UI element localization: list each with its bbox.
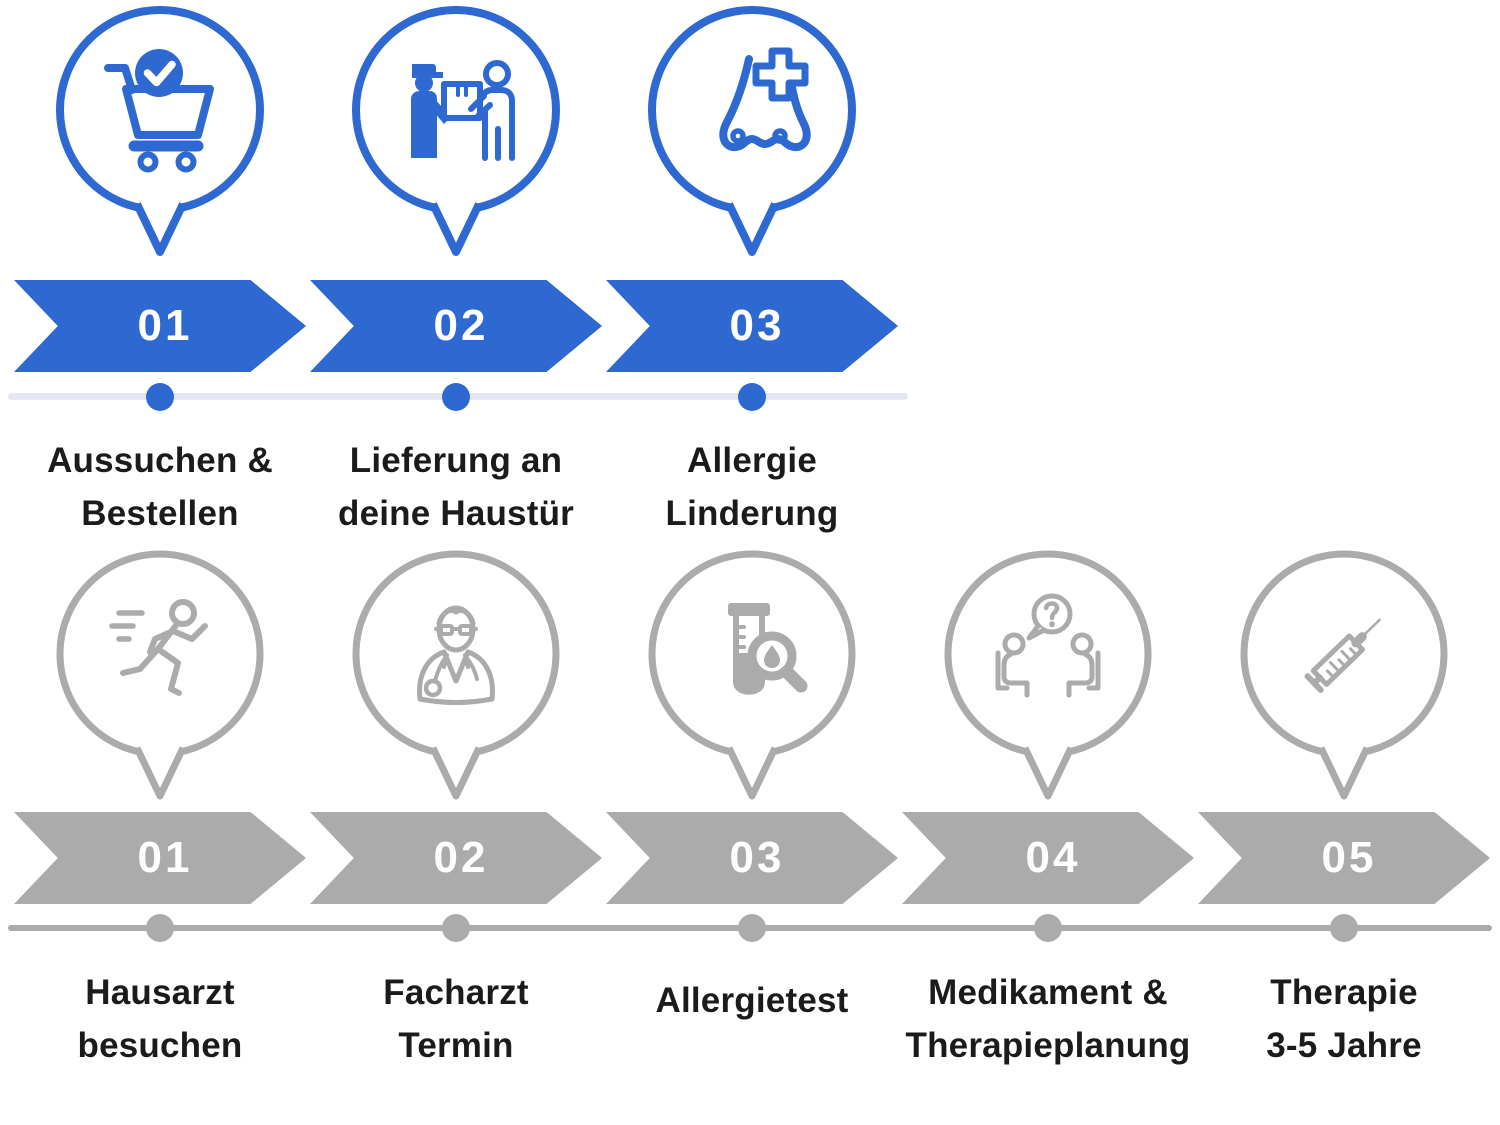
- test-tube-magnifier-icon: [687, 589, 817, 719]
- bottom-timeline-dot-5: [1330, 914, 1358, 942]
- bottom-step3-label: Allergietest: [582, 966, 922, 1027]
- bottom-timeline-dot-4: [1034, 914, 1062, 942]
- consultation-icon: [983, 589, 1113, 719]
- label-line: Termin: [398, 1026, 514, 1065]
- label-line: Therapieplanung: [905, 1026, 1191, 1065]
- bottom-step4-arrow: 04: [902, 812, 1194, 904]
- doctor-icon: [391, 589, 521, 719]
- step-number: 05: [1321, 833, 1377, 882]
- bottom-step2-label: Facharzt Termin: [286, 966, 626, 1072]
- bottom-timeline-dot-1: [146, 914, 174, 942]
- label-line: besuchen: [77, 1026, 243, 1065]
- top-timeline-dot-2: [442, 383, 470, 411]
- bottom-step1-arrow: 01: [14, 812, 306, 904]
- top-step2-label: Lieferung an deine Haustür: [296, 434, 616, 540]
- running-person-icon: [95, 589, 225, 719]
- speech-bubble-shape: [352, 550, 560, 800]
- bottom-step4-bubble: [933, 546, 1163, 806]
- label-line: Aussuchen &: [47, 441, 273, 480]
- top-step3-arrow: 03: [606, 280, 898, 372]
- top-step1-arrow: 01: [14, 280, 306, 372]
- top-step3-bubble: [637, 2, 867, 262]
- label-line: Medikament &: [928, 973, 1168, 1012]
- label-line: Linderung: [665, 494, 839, 533]
- top-step1-label: Aussuchen & Bestellen: [0, 434, 320, 540]
- syringe-icon: [1279, 589, 1409, 719]
- nose-medical-cross-icon: [687, 45, 817, 175]
- label-line: Lieferung an: [349, 441, 563, 480]
- bottom-timeline-dot-3: [738, 914, 766, 942]
- top-step1-bubble: [45, 2, 275, 262]
- bottom-timeline-dot-2: [442, 914, 470, 942]
- label-line: 3-5 Jahre: [1266, 1026, 1422, 1065]
- label-line: Bestellen: [81, 494, 239, 533]
- cart-check-icon: [95, 45, 225, 175]
- label-line: Allergietest: [655, 981, 849, 1020]
- speech-bubble-shape: [944, 550, 1152, 800]
- bottom-step1-label: Hausarzt besuchen: [0, 966, 330, 1072]
- label-line: Allergie: [687, 441, 817, 480]
- label-line: Hausarzt: [85, 973, 235, 1012]
- step-number: 03: [729, 301, 785, 350]
- bottom-step5-label: Therapie 3-5 Jahre: [1174, 966, 1500, 1072]
- step-number: 02: [433, 833, 489, 882]
- label-line: Facharzt: [383, 973, 529, 1012]
- label-line: Therapie: [1270, 973, 1418, 1012]
- bottom-step4-label: Medikament & Therapieplanung: [878, 966, 1218, 1072]
- bottom-step2-arrow: 02: [310, 812, 602, 904]
- top-timeline-dot-1: [146, 383, 174, 411]
- speech-bubble-shape: [56, 6, 264, 256]
- label-line: deine Haustür: [338, 494, 574, 533]
- delivery-handover-icon: [391, 45, 521, 175]
- bottom-step2-bubble: [341, 546, 571, 806]
- step-number: 04: [1025, 833, 1081, 882]
- step-number: 01: [137, 833, 193, 882]
- bottom-step5-arrow: 05: [1198, 812, 1490, 904]
- top-step3-label: Allergie Linderung: [592, 434, 912, 540]
- speech-bubble-shape: [648, 6, 856, 256]
- top-step2-arrow: 02: [310, 280, 602, 372]
- bottom-step3-arrow: 03: [606, 812, 898, 904]
- top-timeline-dot-3: [738, 383, 766, 411]
- step-number: 01: [137, 301, 193, 350]
- step-number: 03: [729, 833, 785, 882]
- step-number: 02: [433, 301, 489, 350]
